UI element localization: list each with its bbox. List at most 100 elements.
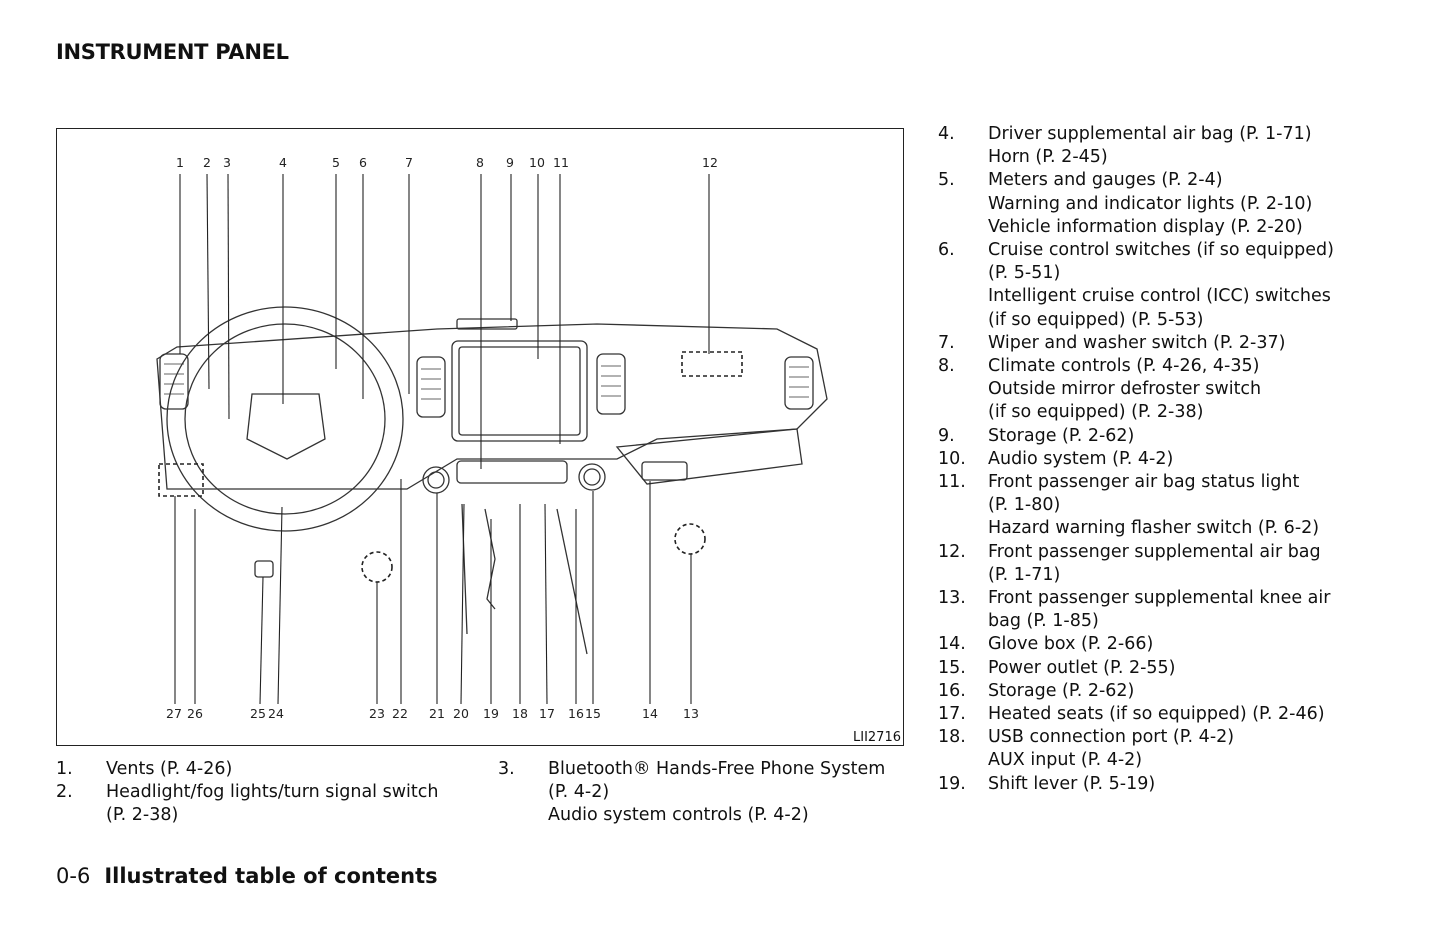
callout-21: 21 <box>429 706 445 721</box>
section-title: Illustrated table of contents <box>104 864 438 888</box>
list-item-text: Warning and indicator lights (P. 2-10) <box>988 193 1313 214</box>
list-item: 4. Driver supplemental air bag (P. 1-71) H… <box>938 123 1418 169</box>
list-item-text: Intelligent cruise control (ICC) switche… <box>988 286 1331 307</box>
instrument-panel-figure: 1 2 3 4 5 6 7 8 9 10 11 12 27 26 25 24 2… <box>56 128 904 746</box>
callout-15: 15 <box>585 706 601 721</box>
callout-12: 12 <box>702 155 718 170</box>
list-item-text: Front passenger supplemental air bag <box>988 541 1321 562</box>
list-item-number: 5. <box>938 170 955 191</box>
leader-line <box>259 576 264 705</box>
list-item: 6. Cruise control switches (if so equippe… <box>938 239 1418 332</box>
list-item-text: (P. 4-2) <box>548 782 610 803</box>
item-list-middle: 3. Bluetooth® Hands-Free Phone System (P. … <box>498 758 918 828</box>
list-item-text: Wiper and washer switch (P. 2-37) <box>988 332 1286 353</box>
list-item-number: 10. <box>938 448 966 469</box>
list-item: 18. USB connection port (P. 4-2)AUX input… <box>938 726 1418 772</box>
callout-labels-top: 1 2 3 4 5 6 7 8 9 10 11 12 <box>176 155 718 170</box>
callout-6: 6 <box>359 155 367 170</box>
list-item-text: Bluetooth® Hands-Free Phone System <box>548 759 886 779</box>
list-item-text: Storage (P. 2-62) <box>988 680 1135 701</box>
list-item-text: Driver supplemental air bag (P. 1-71) <box>988 124 1312 144</box>
list-item-number: 3. <box>498 759 515 779</box>
leader-line <box>206 173 210 390</box>
callout-22: 22 <box>392 706 408 721</box>
callout-25: 25 <box>250 706 266 721</box>
list-item: 2.Headlight/fog lights/turn signal switc… <box>56 781 476 827</box>
callout-19: 19 <box>483 706 499 721</box>
leader-line <box>277 506 283 705</box>
list-item-text: (P. 2-38) <box>106 805 179 826</box>
list-item-text: (P. 1-80) <box>988 495 1061 516</box>
callout-14: 14 <box>642 706 658 721</box>
list-item-text: Audio system (P. 4-2) <box>988 448 1174 469</box>
list-item-text: bag (P. 1-85) <box>988 611 1099 632</box>
callout-7: 7 <box>405 155 413 170</box>
item-list-right: 4. Driver supplemental air bag (P. 1-71) H… <box>938 123 1418 796</box>
list-item-text: Power outlet (P. 2-55) <box>988 657 1176 678</box>
callout-27: 27 <box>166 706 182 721</box>
callout-9: 9 <box>506 155 514 170</box>
list-item-text: (if so equipped) (P. 2-38) <box>988 402 1204 423</box>
list-item: 19. Shift lever (P. 5-19) <box>938 773 1418 796</box>
leader-line <box>460 503 465 705</box>
list-item-text: Front passenger air bag status light <box>988 472 1300 493</box>
list-item: 3. Bluetooth® Hands-Free Phone System (P. … <box>498 758 918 828</box>
list-item-number: 14. <box>938 634 966 655</box>
list-item-text: Horn (P. 2-45) <box>988 147 1108 168</box>
list-item-number: 6. <box>938 240 955 261</box>
list-item: 5.Meters and gauges (P. 2-4)Warning and … <box>938 169 1418 239</box>
list-item-text: Shift lever (P. 5-19) <box>988 773 1156 794</box>
list-item-number: 9. <box>938 425 955 446</box>
figure-code: LII2716 <box>853 730 901 745</box>
callout-10: 10 <box>529 155 545 170</box>
callout-8: 8 <box>476 155 484 170</box>
callout-4: 4 <box>279 155 287 170</box>
list-item-text: Hazard warning flasher switch (P. 6-2) <box>988 518 1320 539</box>
list-item-text: Front passenger supplemental knee air <box>988 588 1331 609</box>
leader-line <box>227 173 230 420</box>
page-number: 0-6 <box>56 864 91 888</box>
callout-13: 13 <box>683 706 699 721</box>
callout-5: 5 <box>332 155 340 170</box>
callout-labels-bottom: 27 26 25 24 23 22 21 20 19 18 17 16 15 1… <box>166 706 699 721</box>
callout-26: 26 <box>187 706 203 721</box>
list-item-text: USB connection port (P. 4-2) <box>988 727 1235 748</box>
list-item: 13. Front passenger supplemental knee air… <box>938 587 1418 633</box>
callout-11: 11 <box>553 155 569 170</box>
list-item-text: Storage (P. 2-62) <box>988 425 1135 446</box>
callout-23: 23 <box>369 706 385 721</box>
page-title: INSTRUMENT PANEL <box>56 40 289 64</box>
list-item-text: Vehicle information display (P. 2-20) <box>988 216 1303 237</box>
list-item-text: AUX input (P. 4-2) <box>988 750 1143 771</box>
list-item: 8.Climate controls (P. 4-26, 4-35)Outsid… <box>938 355 1418 425</box>
callout-16: 16 <box>568 706 584 721</box>
list-item-number: 13. <box>938 588 966 609</box>
callout-1: 1 <box>176 155 184 170</box>
list-item-number: 4. <box>938 124 955 144</box>
list-item-text: Climate controls (P. 4-26, 4-35) <box>988 356 1260 377</box>
page-footer: 0-6 Illustrated table of contents <box>56 864 438 888</box>
list-item-text: (P. 5-51) <box>988 263 1061 284</box>
list-item-number: 16. <box>938 680 966 701</box>
list-item-text: (if so equipped) (P. 5-53) <box>988 309 1204 330</box>
list-item-number: 17. <box>938 704 966 725</box>
list-item-number: 2. <box>56 782 73 803</box>
callout-20: 20 <box>453 706 469 721</box>
list-item-text: Vents (P. 4-26) <box>106 759 233 779</box>
list-item: 7. Wiper and washer switch (P. 2-37) <box>938 332 1418 355</box>
list-item: 11. Front passenger air bag status light(… <box>938 471 1418 541</box>
list-item: 14.Glove box (P. 2-66) <box>938 633 1418 656</box>
list-item-number: 12. <box>938 541 966 562</box>
list-item-number: 8. <box>938 356 955 377</box>
list-item-text: Cruise control switches (if so equipped) <box>988 240 1334 261</box>
list-item: 9. Storage (P. 2-62) <box>938 425 1418 448</box>
callout-24: 24 <box>268 706 284 721</box>
leader-line <box>544 503 548 705</box>
list-item: 17.Heated seats (if so equipped) (P. 2-4… <box>938 703 1418 726</box>
list-item-number: 7. <box>938 332 955 353</box>
list-item-number: 11. <box>938 472 966 493</box>
callout-2: 2 <box>203 155 211 170</box>
list-item: 1.Vents (P. 4-26) <box>56 758 476 781</box>
list-item-number: 18. <box>938 727 966 748</box>
list-item-number: 19. <box>938 773 966 794</box>
